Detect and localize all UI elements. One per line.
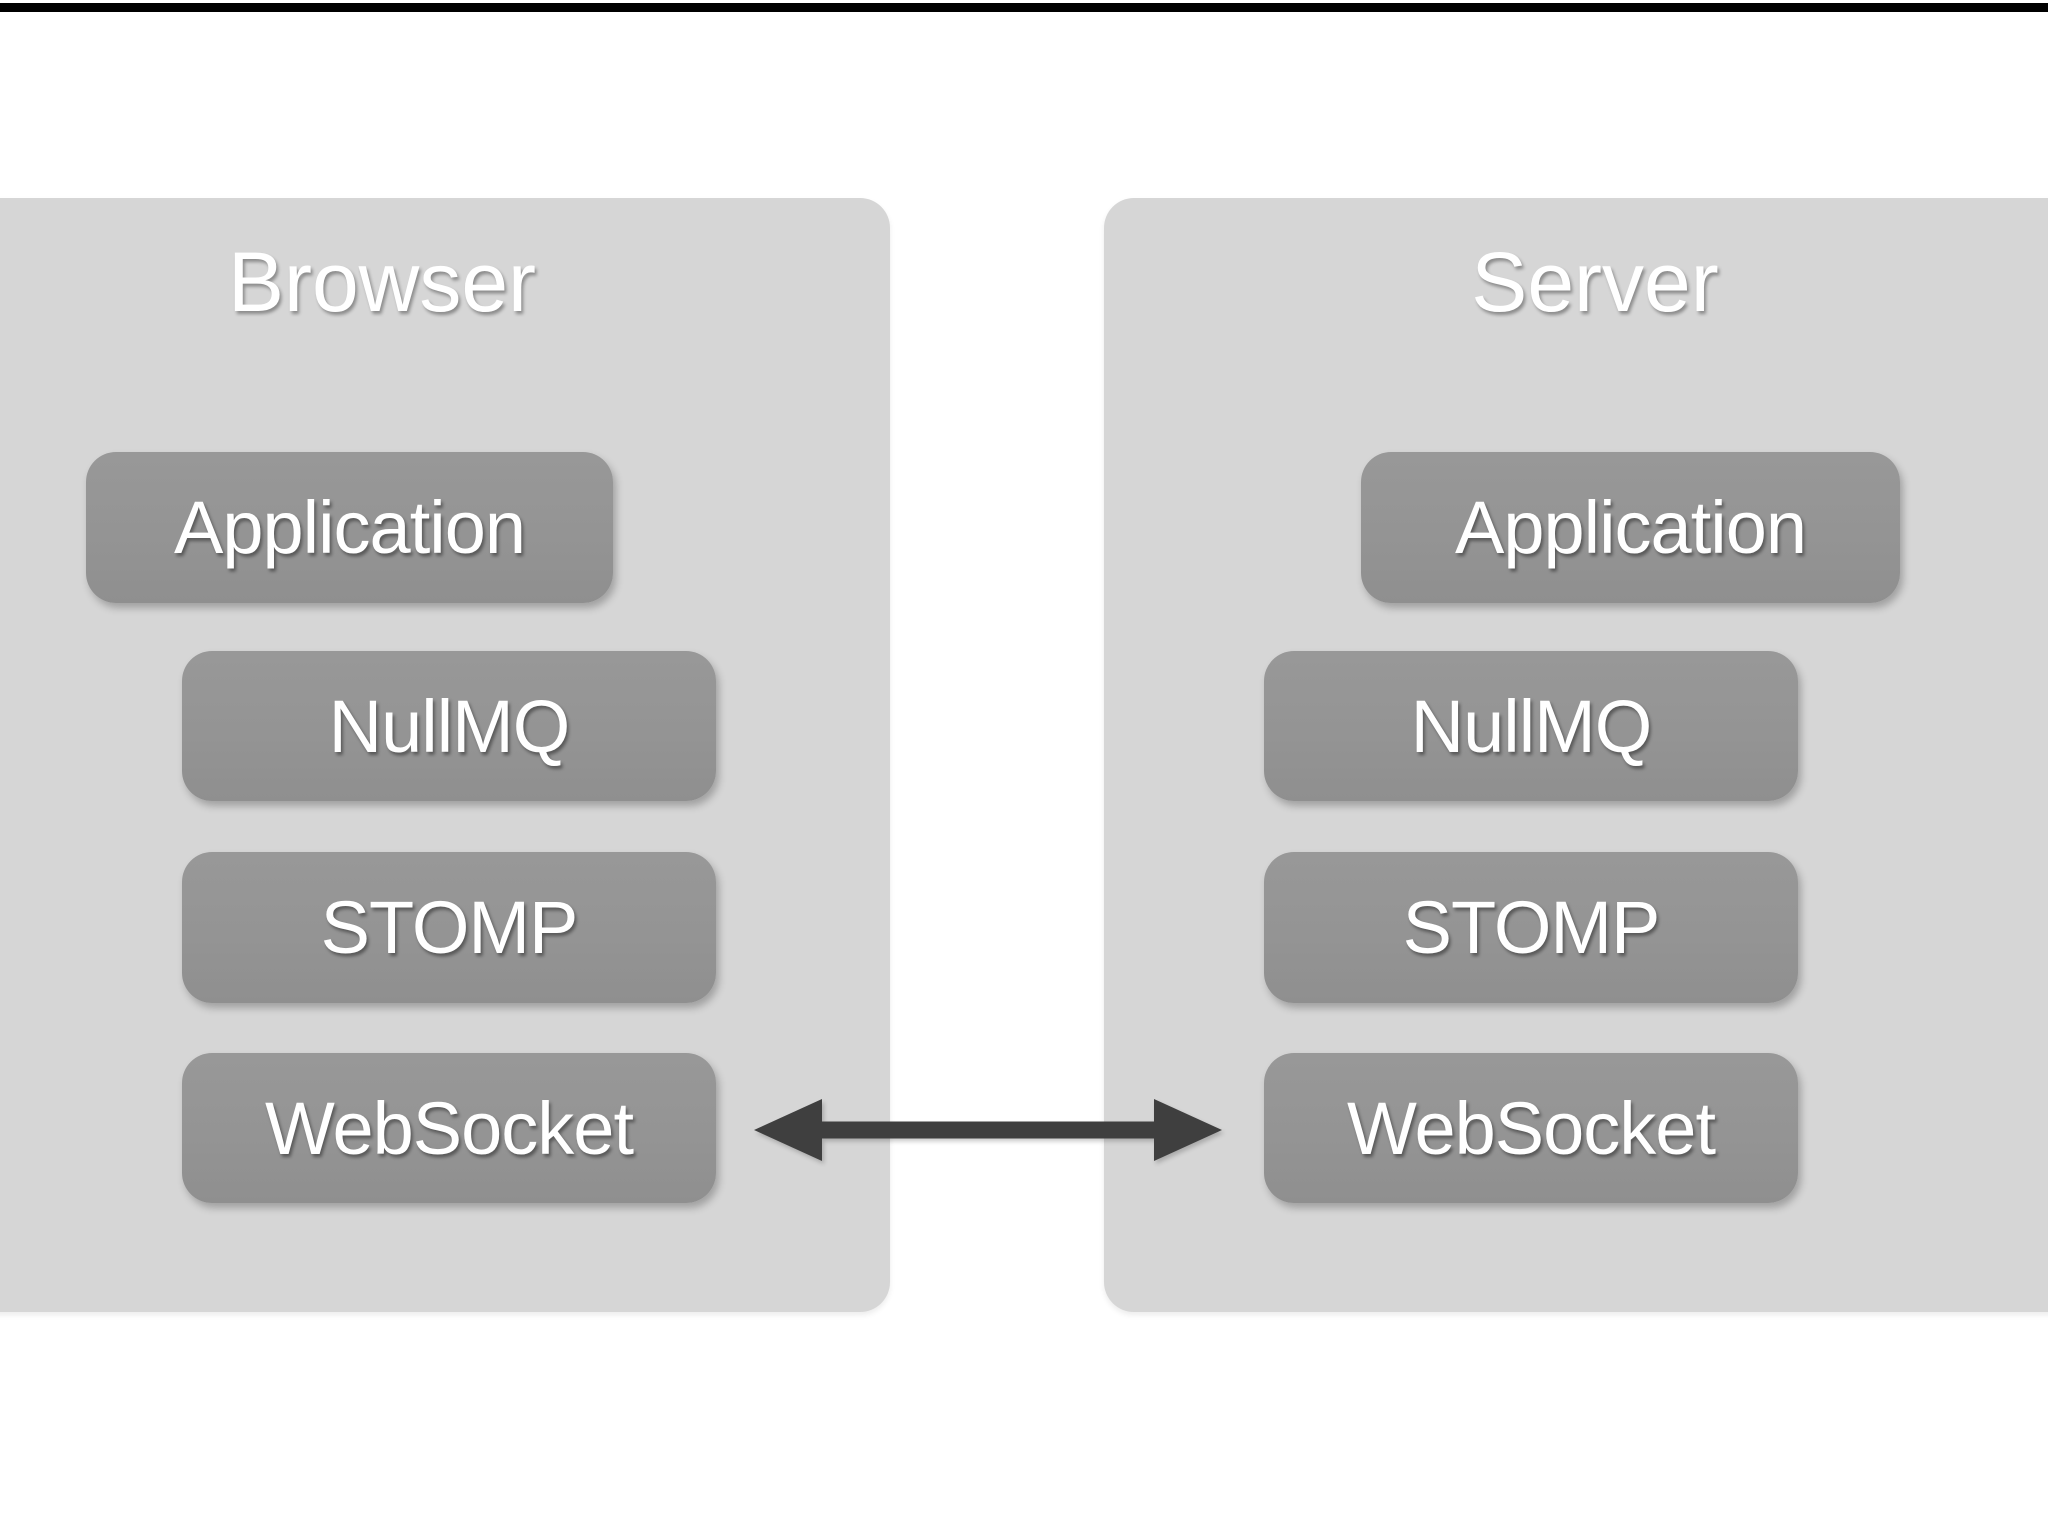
browser-layer-websocket: WebSocket bbox=[182, 1053, 716, 1203]
server-layer-nullmq: NullMQ bbox=[1264, 651, 1798, 801]
browser-layer-stomp: STOMP bbox=[182, 852, 716, 1003]
browser-panel-title: Browser bbox=[227, 235, 537, 329]
browser-layer-nullmq: NullMQ bbox=[182, 651, 716, 801]
double-headed-arrow-icon bbox=[754, 1099, 1222, 1161]
server-panel-title: Server bbox=[1471, 235, 1719, 329]
server-layer-application: Application bbox=[1361, 452, 1900, 603]
top-border-bar bbox=[0, 3, 2048, 12]
browser-layer-application: Application bbox=[86, 452, 613, 603]
server-layer-stomp: STOMP bbox=[1264, 852, 1798, 1003]
server-layer-websocket: WebSocket bbox=[1264, 1053, 1798, 1203]
